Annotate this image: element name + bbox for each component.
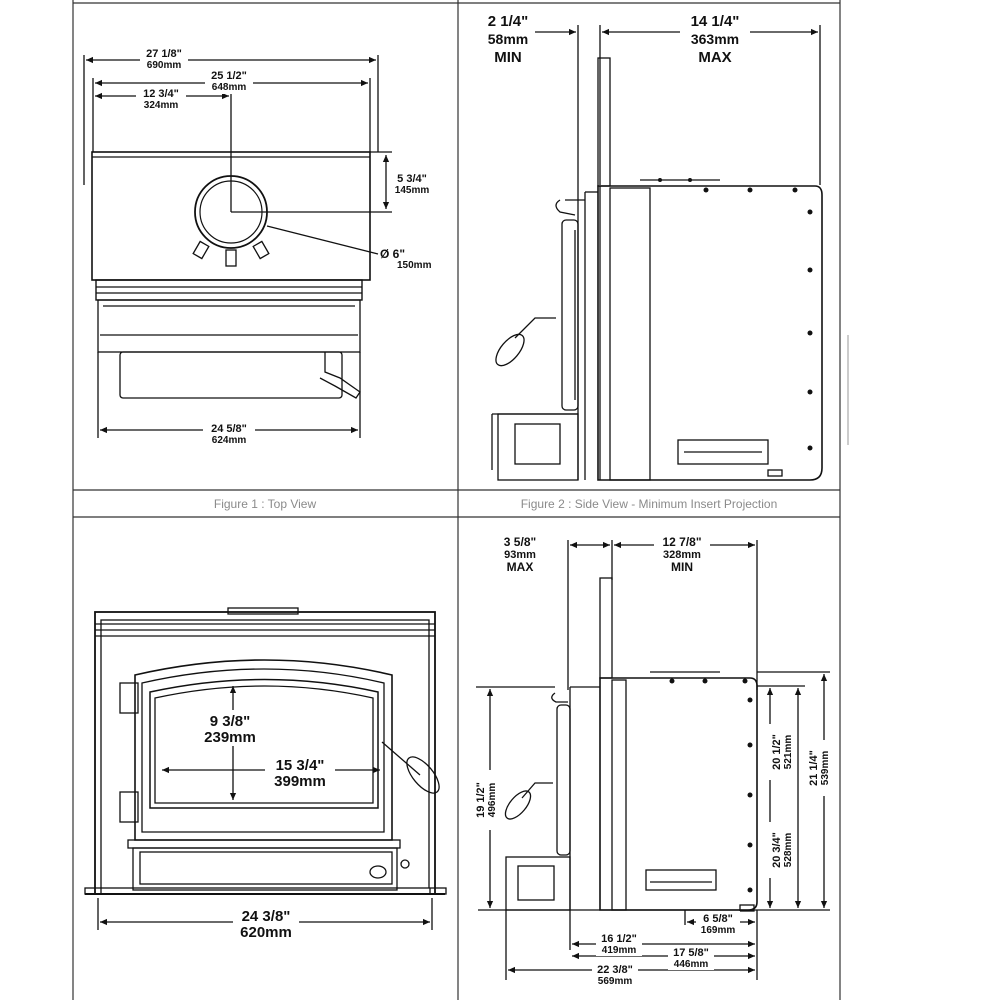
dim-max-projection-in: 3 5/8" bbox=[504, 535, 536, 549]
dim-glass-height-mm: 239mm bbox=[204, 729, 256, 746]
dim-height-1-mm: 521mm bbox=[783, 735, 794, 770]
dim-bottom-2-in: 6 5/8" bbox=[703, 913, 733, 925]
dim-front-width-mm: 620mm bbox=[240, 924, 292, 941]
dim-bottom-3-mm: 446mm bbox=[674, 959, 709, 970]
dim-min-depth-mm: 328mm bbox=[663, 549, 701, 561]
dim-center-in: 12 3/4" bbox=[143, 88, 179, 100]
dim-glass-width-in: 15 3/4" bbox=[276, 757, 325, 774]
front-view-labels: 9 3/8" 239mm 15 3/4" 399mm 24 3/8" 620mm bbox=[200, 710, 335, 941]
dim-height-1-in: 20 1/2" bbox=[771, 734, 783, 770]
side-view-min-bolts bbox=[658, 178, 813, 451]
side-view-min-labels: 2 1/4" 58mm MIN 14 1/4" 363mm MAX bbox=[488, 12, 750, 68]
dim-min-depth-tag: MIN bbox=[671, 560, 693, 574]
dim-mid-width-mm: 648mm bbox=[212, 82, 247, 93]
dim-bottom-1-mm: 419mm bbox=[602, 945, 637, 956]
dim-overall-width-mm: 690mm bbox=[147, 60, 182, 71]
dim-max-depth-in: 14 1/4" bbox=[691, 13, 740, 30]
dim-glass-height-in: 9 3/8" bbox=[210, 713, 250, 730]
dim-min-depth-in: 12 7/8" bbox=[662, 535, 701, 549]
dim-center-mm: 324mm bbox=[144, 100, 179, 111]
dim-min-projection-mm: 58mm bbox=[488, 31, 528, 47]
dim-max-depth-tag: MAX bbox=[698, 49, 731, 66]
dim-bottom-2-mm: 169mm bbox=[701, 925, 736, 936]
dim-min-projection-in: 2 1/4" bbox=[488, 13, 528, 30]
dim-bottom-1-in: 16 1/2" bbox=[601, 933, 637, 945]
dim-max-depth-mm: 363mm bbox=[691, 31, 739, 47]
dim-bottom-4-mm: 569mm bbox=[598, 976, 633, 987]
top-view-drawing bbox=[83, 55, 392, 438]
side-view-max-labels: 3 5/8" 93mm MAX 12 7/8" 328mm MIN 19 1/2… bbox=[472, 534, 832, 988]
dim-max-projection-mm: 93mm bbox=[504, 549, 536, 561]
dim-bottom-3-in: 17 5/8" bbox=[673, 947, 709, 959]
caption-top-view: Figure 1 : Top View bbox=[214, 497, 317, 511]
dim-flue-diameter-mm: 150mm bbox=[397, 260, 432, 271]
top-view-labels: 27 1/8" 690mm 25 1/2" 648mm 12 3/4" 324m… bbox=[136, 48, 436, 446]
dim-max-projection-tag: MAX bbox=[507, 560, 534, 574]
dim-min-projection-tag: MIN bbox=[494, 49, 522, 66]
dim-left-height-mm: 496mm bbox=[487, 783, 498, 818]
dim-glass-width-mm: 399mm bbox=[274, 773, 326, 790]
dim-height-2-mm: 528mm bbox=[783, 833, 794, 868]
dim-flue-depth-in: 5 3/4" bbox=[397, 173, 427, 185]
dim-base-width-mm: 624mm bbox=[212, 435, 247, 446]
dim-overall-width-in: 27 1/8" bbox=[146, 48, 182, 60]
dim-height-3-in: 21 1/4" bbox=[808, 750, 820, 786]
dim-flue-diameter-in: Ø 6" bbox=[380, 247, 405, 261]
caption-side-view-min: Figure 2 : Side View - Minimum Insert Pr… bbox=[521, 497, 778, 511]
dim-bottom-4-in: 22 3/8" bbox=[597, 964, 633, 976]
dim-base-width-in: 24 5/8" bbox=[211, 423, 247, 435]
dim-front-width-in: 24 3/8" bbox=[242, 908, 291, 925]
dim-mid-width-in: 25 1/2" bbox=[211, 70, 247, 82]
dim-flue-depth-mm: 145mm bbox=[395, 185, 430, 196]
dim-left-height-in: 19 1/2" bbox=[475, 782, 487, 818]
dim-height-2-in: 20 3/4" bbox=[771, 832, 783, 868]
panel-frame bbox=[72, 0, 841, 1000]
side-view-max-bolts bbox=[669, 678, 753, 893]
side-view-min-drawing bbox=[491, 25, 823, 481]
dim-height-3-mm: 539mm bbox=[820, 751, 831, 786]
